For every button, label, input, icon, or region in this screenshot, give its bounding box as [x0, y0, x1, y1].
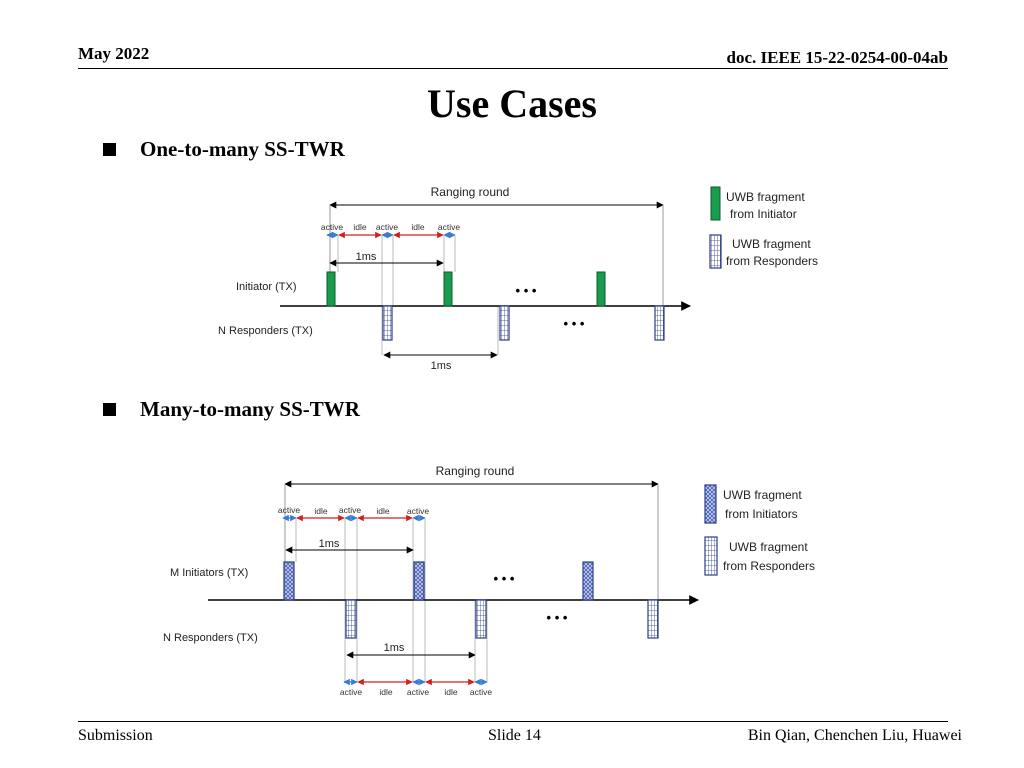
d2-responder-row-label: N Responders (TX) — [163, 632, 258, 644]
d1-initiator-fragment — [596, 271, 606, 307]
d1-phase-label: active — [438, 222, 460, 232]
d1-phase-label: active — [376, 222, 398, 232]
d2-phase-bottom-label: idle — [379, 687, 393, 697]
d2-responder-fragment — [475, 599, 487, 639]
slide-title: Use Cases — [427, 81, 597, 126]
d2-initiator-fragment — [582, 561, 594, 601]
d2-legend-responder-line2: from Responders — [723, 559, 815, 573]
d2-interval-bottom-label: 1ms — [384, 642, 405, 654]
d2-ellipsis-top: • • • — [494, 571, 515, 586]
d2-phase-bottom-label: active — [407, 687, 429, 697]
d1-interval-bottom-label: 1ms — [431, 360, 452, 372]
d1-legend-initiator-swatch — [710, 186, 721, 221]
d1-initiator-row-label: Initiator (TX) — [236, 281, 297, 293]
d2-ellipsis-bottom: • • • — [547, 610, 568, 625]
d1-legend-initiator-line1: UWB fragment — [726, 190, 805, 204]
d2-phase-top-label: active — [407, 506, 429, 516]
diagram-many-to-many: Ranging round active idle active idle ac… — [163, 464, 815, 697]
d1-interval-top-label: 1ms — [356, 251, 377, 263]
d1-phase-label: idle — [411, 222, 425, 232]
footer-rule — [78, 721, 948, 722]
d2-legend-initiator-line2: from Initiators — [725, 507, 798, 521]
d1-legend-initiator-line2: from Initiator — [730, 207, 797, 221]
d2-phase-top-label: idle — [314, 506, 328, 516]
d2-legend-initiator-line1: UWB fragment — [723, 488, 802, 502]
bullet-one-to-many-text: One-to-many SS-TWR — [140, 137, 345, 161]
d1-initiator-fragment — [443, 271, 453, 307]
bullet-one-to-many: One-to-many SS-TWR — [103, 137, 345, 162]
d2-ranging-round-label: Ranging round — [436, 464, 515, 478]
d2-initiator-row-label: M Initiators (TX) — [170, 567, 248, 579]
header-date: May 2022 — [78, 44, 150, 63]
d1-responder-row-label: N Responders (TX) — [218, 325, 313, 337]
d2-phase-bottom-label: active — [340, 687, 362, 697]
d2-phase-bottom-label: active — [470, 687, 492, 697]
d1-legend-responder-line2: from Responders — [726, 254, 818, 268]
d1-responder-fragment — [382, 305, 393, 341]
bullet-many-to-many: Many-to-many SS-TWR — [103, 397, 360, 422]
d1-ellipsis-bottom: • • • — [564, 316, 585, 331]
bullet-square-icon — [103, 403, 116, 416]
header-rule — [78, 68, 948, 69]
d2-phase-top-label: idle — [376, 506, 390, 516]
d2-interval-top-label: 1ms — [319, 538, 340, 550]
header-doc-id: doc. IEEE 15-22-0254-00-04ab — [726, 48, 948, 67]
bullet-many-to-many-text: Many-to-many SS-TWR — [140, 397, 360, 421]
d1-ellipsis-top: • • • — [516, 283, 537, 298]
d2-phase-bottom-label: idle — [444, 687, 458, 697]
d1-legend-responder-line1: UWB fragment — [732, 237, 811, 251]
d1-phase-label: active — [321, 222, 343, 232]
d2-legend-responder-line1: UWB fragment — [729, 540, 808, 554]
d1-phase-label: idle — [353, 222, 367, 232]
d1-initiator-fragment — [326, 271, 336, 307]
d2-initiator-fragment — [283, 561, 295, 601]
d2-phase-top-label: active — [339, 505, 361, 515]
d1-legend-responder-swatch — [709, 234, 722, 269]
d2-responder-fragment — [345, 599, 357, 639]
d1-responder-fragment — [499, 305, 510, 341]
d2-legend-initiator-swatch — [704, 484, 717, 524]
d1-responder-fragment — [654, 305, 665, 341]
diagram-one-to-many: Ranging round active idle active idle ac… — [218, 185, 818, 372]
footer-submission: Submission — [78, 727, 153, 744]
d2-responder-fragment — [647, 599, 659, 639]
d2-phase-top-label: active — [278, 505, 300, 515]
d2-legend-responder-swatch — [704, 536, 718, 576]
d1-ranging-round-label: Ranging round — [431, 185, 510, 199]
d2-initiator-fragment — [413, 561, 425, 601]
footer-slide-number: Slide 14 — [488, 727, 541, 744]
footer-authors: Bin Qian, Chenchen Liu, Huawei — [747, 727, 962, 744]
bullet-square-icon — [103, 143, 116, 156]
